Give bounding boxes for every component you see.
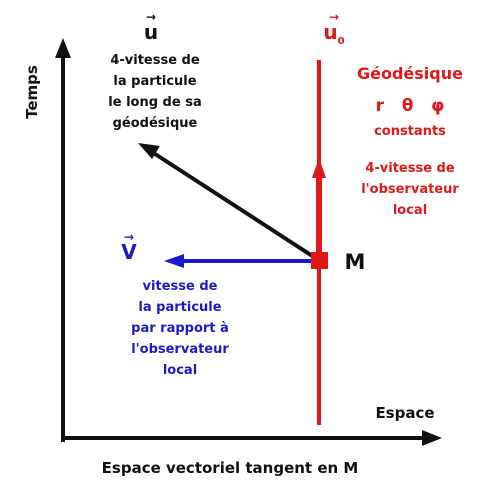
u-vector-symbol: → u [136, 10, 166, 44]
u0-arrow-over-icon: → [328, 10, 340, 24]
geodesic-constants: constants [374, 124, 446, 139]
v-vector-symbol: → V [114, 230, 144, 264]
space-axis-arrowhead [422, 430, 442, 446]
u-vector-arrowhead [138, 143, 160, 159]
time-axis-arrowhead [55, 38, 71, 58]
u0-vector-description: 4-vitesse de l'observateur local [361, 161, 459, 218]
u0-vector-symbol: → u0 [316, 10, 352, 47]
v-arrow-over-icon: → [123, 230, 135, 244]
geodesic-coordinates: r θ φ [375, 96, 445, 116]
u-vector [150, 150, 319, 261]
v-vector-description: vitesse de la particule par rapport à l'… [131, 279, 229, 378]
u0-vector-arrowhead [312, 158, 326, 178]
geodesic-title: Géodésique [357, 64, 463, 83]
point-m-label: M [344, 250, 366, 274]
time-axis-label: Temps [23, 65, 41, 119]
v-vector-arrowhead [164, 254, 184, 268]
space-axis-label: Espace [375, 404, 435, 422]
u-vector-description: 4-vitesse de la particule le long de sa … [108, 53, 202, 131]
u-arrow-over-icon: → [145, 10, 157, 24]
figure-caption: Espace vectoriel tangent en M [101, 459, 359, 477]
point-m-marker [311, 252, 328, 269]
